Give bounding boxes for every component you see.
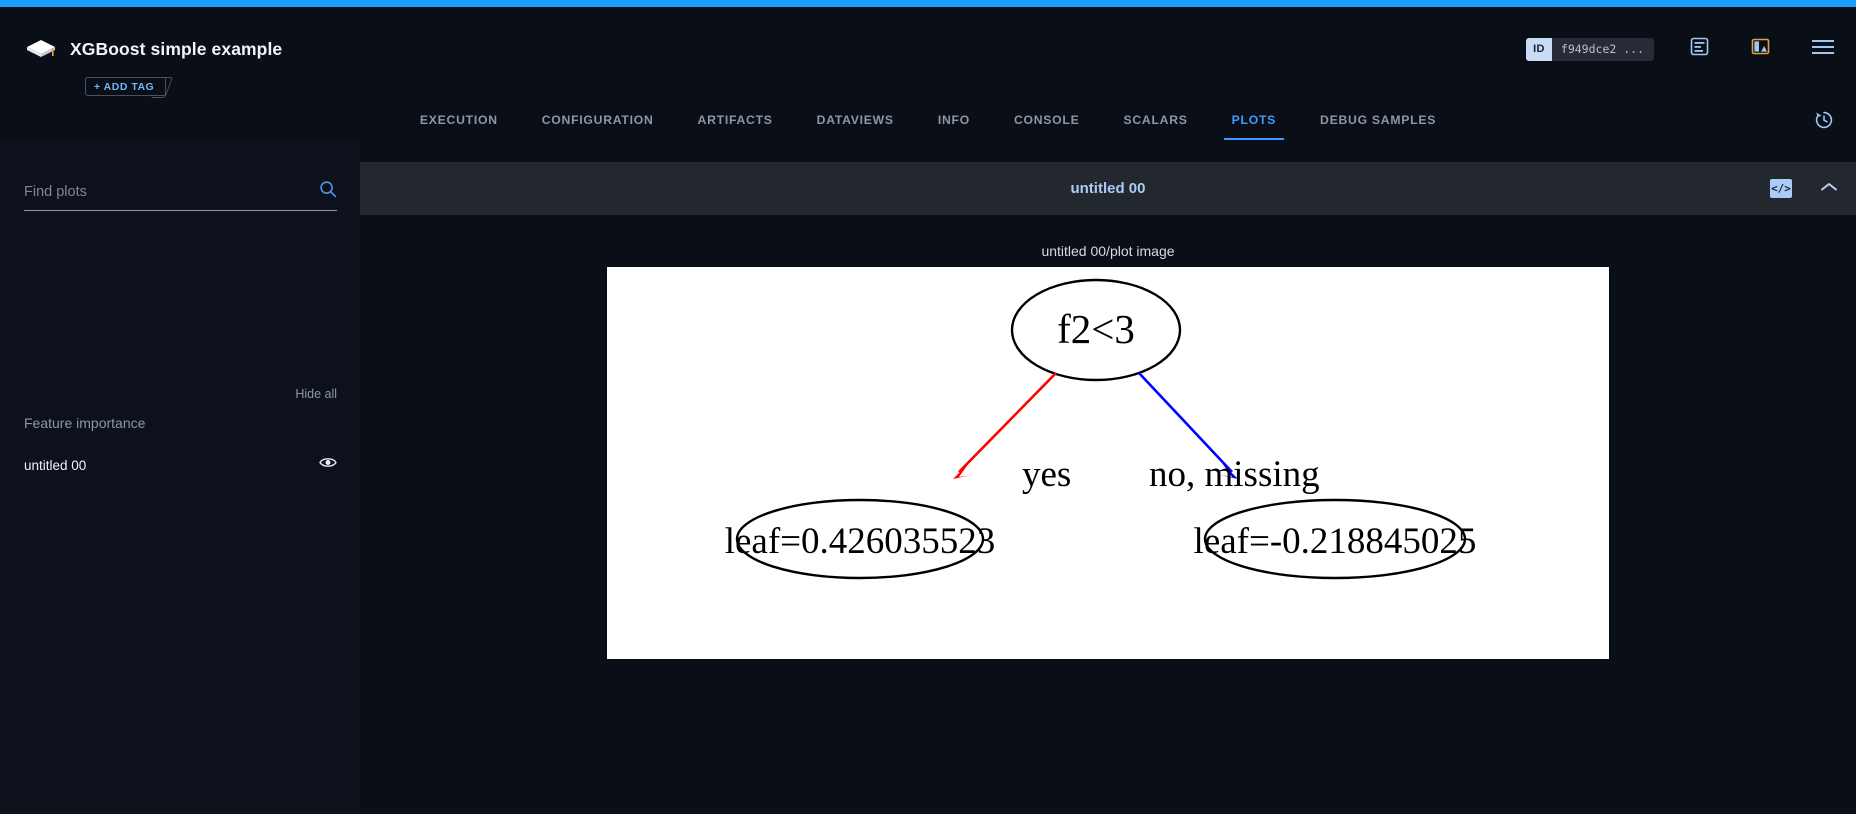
experiment-title: XGBoost simple example: [70, 39, 283, 59]
chevron-up-icon[interactable]: [1820, 180, 1838, 198]
tab-debug-samples[interactable]: DEBUG SAMPLES: [1320, 113, 1437, 127]
add-tag-button[interactable]: + ADD TAG: [85, 77, 167, 96]
plot-panel: untitled 00 </> untitled 00/plot image: [360, 162, 1856, 659]
tab-info[interactable]: INFO: [937, 113, 970, 127]
plot-panel-controls: </>: [1770, 162, 1838, 215]
plot-image-canvas[interactable]: f2<3 yes no, missing leaf=0.426035523: [607, 267, 1609, 659]
menu-icon[interactable]: [1812, 39, 1834, 60]
hide-all-button[interactable]: Hide all: [295, 387, 337, 401]
log-view-icon[interactable]: [1690, 37, 1709, 61]
code-brackets-icon[interactable]: </>: [1770, 179, 1792, 198]
plots-sidebar: Hide all Feature importance untitled 00: [0, 140, 360, 814]
tree-edge-yes-arrow: [953, 463, 971, 479]
plot-panel-header: untitled 00 </>: [360, 162, 1856, 215]
plot-panel-body: untitled 00/plot image f2<3 yes no,: [360, 215, 1856, 659]
plot-group-label: Feature importance: [24, 415, 146, 431]
tab-console[interactable]: CONSOLE: [1013, 113, 1080, 127]
tree-edge-yes: [958, 372, 1057, 473]
experiment-id-chip[interactable]: ID f949dce2 ...: [1526, 37, 1654, 61]
tree-node-right-leaf-label: leaf=-0.218845025: [1194, 521, 1477, 562]
eye-icon[interactable]: [319, 456, 337, 474]
id-value: f949dce2 ...: [1560, 42, 1644, 56]
id-label: ID: [1526, 37, 1552, 61]
list-item-label: untitled 00: [24, 457, 87, 473]
tree-node-root-label: f2<3: [1057, 306, 1135, 352]
tab-scalars[interactable]: SCALARS: [1123, 113, 1188, 127]
tree-edge-no-missing: [1138, 372, 1233, 473]
tree-node-root: [1010, 278, 1182, 382]
tree-node-right-leaf: [1203, 498, 1467, 580]
header-actions: ID f949dce2 ...: [1526, 37, 1834, 61]
history-clock-icon[interactable]: [1814, 110, 1834, 135]
tree-edge-no-missing-label: no, missing: [1149, 454, 1320, 495]
search-plots-row: [24, 180, 337, 211]
search-input[interactable]: [24, 183, 274, 200]
experiment-header: XGBoost simple example + ADD TAG ID f949…: [0, 7, 1856, 100]
plot-panel-title: untitled 00: [1070, 180, 1146, 197]
tab-execution[interactable]: EXECUTION: [419, 113, 498, 127]
tab-configuration[interactable]: CONFIGURATION: [541, 113, 654, 127]
plots-main-area: untitled 00 </> untitled 00/plot image: [360, 140, 1856, 814]
decision-tree-graph: f2<3 yes no, missing leaf=0.426035523: [725, 278, 1477, 580]
experiment-tabs: EXECUTION CONFIGURATION ARTIFACTS DATAVI…: [0, 100, 1856, 140]
tree-node-left-leaf-label: leaf=0.426035523: [725, 521, 996, 562]
tab-artifacts[interactable]: ARTIFACTS: [697, 113, 773, 127]
plot-caption: untitled 00/plot image: [1041, 243, 1175, 259]
split-view-icon[interactable]: [1751, 37, 1770, 61]
tab-plots[interactable]: PLOTS: [1210, 100, 1298, 140]
graduation-cap-icon: [26, 38, 56, 64]
tree-node-left-leaf: [735, 498, 985, 580]
tree-edge-yes-label: yes: [1022, 454, 1071, 495]
sidebar-item-untitled-00[interactable]: untitled 00: [0, 447, 360, 483]
tab-dataviews[interactable]: DATAVIEWS: [816, 113, 894, 127]
page-title: XGBoost simple example: [70, 37, 282, 61]
search-icon[interactable]: [319, 180, 337, 203]
tree-edge-no-missing-arrow: [1220, 463, 1238, 479]
